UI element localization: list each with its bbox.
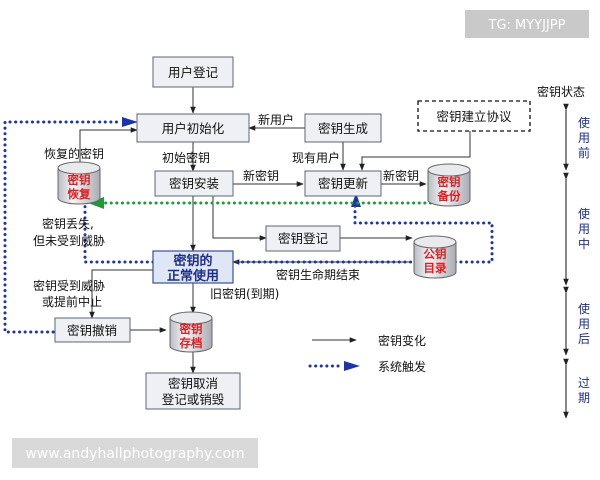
phase-during-1: 使 bbox=[578, 206, 590, 221]
svg-text:用户初始化: 用户初始化 bbox=[162, 121, 225, 136]
phase-after-1: 使 bbox=[578, 301, 590, 316]
svg-text:公钥: 公钥 bbox=[424, 247, 447, 261]
label-old-key: 旧密钥(到期) bbox=[210, 286, 279, 301]
svg-text:密钥登记: 密钥登记 bbox=[278, 231, 329, 246]
svg-text:登记或销毁: 登记或销毁 bbox=[162, 392, 225, 407]
legend-key-change: 密钥变化 bbox=[378, 333, 426, 348]
phase-before-2: 用 bbox=[578, 131, 590, 145]
svg-text:恢复: 恢复 bbox=[68, 187, 91, 201]
svg-text:存档: 存档 bbox=[180, 336, 203, 350]
box-key-protocol: 密钥建立协议 bbox=[417, 100, 531, 132]
svg-text:密钥: 密钥 bbox=[67, 173, 91, 187]
box-key-register: 密钥登记 bbox=[265, 225, 341, 252]
phase-after-2: 用 bbox=[578, 317, 590, 331]
label-new-key-1: 新密钥 bbox=[243, 168, 279, 183]
label-new-key-2: 新密钥 bbox=[383, 168, 419, 183]
cylinder-key-archive: 密钥 存档 bbox=[169, 311, 213, 353]
svg-text:密钥撤销: 密钥撤销 bbox=[67, 323, 117, 338]
label-threat-1: 密钥受到威胁 bbox=[33, 278, 105, 293]
status-timeline: 密钥状态 使 用 前 使 用 中 使 用 后 过 期 bbox=[537, 84, 590, 419]
svg-text:备份: 备份 bbox=[437, 189, 461, 203]
svg-text:密钥的: 密钥的 bbox=[172, 253, 212, 269]
phase-after-3: 后 bbox=[578, 332, 590, 346]
svg-text:密钥: 密钥 bbox=[437, 175, 461, 189]
label-existing-user: 现有用户 bbox=[292, 150, 340, 165]
box-key-cancel: 密钥取消 登记或销毁 bbox=[145, 372, 241, 410]
label-new-user: 新用户 bbox=[258, 112, 294, 127]
svg-text:密钥建立协议: 密钥建立协议 bbox=[436, 109, 512, 124]
box-key-install: 密钥安装 bbox=[154, 170, 234, 197]
box-key-gen: 密钥生成 bbox=[304, 113, 382, 143]
box-user-init: 用户初始化 bbox=[136, 113, 250, 143]
box-key-update: 密钥更新 bbox=[304, 170, 382, 197]
phase-before-1: 使 bbox=[578, 115, 590, 130]
label-recovered-key: 恢复的密钥 bbox=[44, 146, 104, 161]
watermark-text: www.andyhallphotography.com bbox=[25, 446, 244, 462]
cylinder-key-recover: 密钥 恢复 bbox=[57, 161, 101, 205]
phase-expired-1: 过 bbox=[578, 376, 590, 390]
svg-text:密钥生成: 密钥生成 bbox=[318, 121, 368, 136]
phase-during-2: 用 bbox=[578, 222, 590, 236]
watermark: www.andyhallphotography.com bbox=[12, 438, 258, 468]
cylinder-public-key-directory: 公钥 目录 bbox=[413, 235, 457, 279]
backup-recovery-path bbox=[88, 197, 451, 209]
box-normal-use: 密钥的 正常使用 bbox=[152, 250, 234, 284]
label-lost-1: 密钥丢失, bbox=[42, 216, 94, 231]
svg-text:密钥安装: 密钥安装 bbox=[169, 176, 219, 191]
svg-text:目录: 目录 bbox=[424, 261, 447, 275]
legend: 密钥变化 系统触发 bbox=[308, 333, 426, 374]
tag-badge: TG: MYYJJPP bbox=[465, 10, 589, 38]
timeline-title: 密钥状态 bbox=[537, 84, 585, 99]
box-key-revoke: 密钥撤销 bbox=[54, 317, 131, 343]
svg-text:密钥更新: 密钥更新 bbox=[318, 176, 368, 191]
phase-before-3: 前 bbox=[578, 145, 590, 160]
svg-text:正常使用: 正常使用 bbox=[167, 268, 219, 284]
label-lifecycle-end: 密钥生命期结束 bbox=[276, 267, 360, 282]
svg-text:用户登记: 用户登记 bbox=[168, 65, 219, 80]
label-lost-2: 但未受到威胁 bbox=[33, 233, 105, 248]
svg-text:密钥取消: 密钥取消 bbox=[168, 376, 218, 391]
phase-during-3: 中 bbox=[578, 236, 590, 251]
label-threat-2: 或提前中止 bbox=[42, 294, 102, 309]
legend-system-trigger: 系统触发 bbox=[378, 359, 426, 374]
solid-edges bbox=[79, 81, 471, 374]
edge-labels: 新用户 恢复的密钥 初始密钥 现有用户 新密钥 新密钥 密钥丢失, 但未受到威胁… bbox=[33, 112, 419, 309]
cylinder-key-backup: 密钥 备份 bbox=[427, 163, 471, 207]
tag-text: TG: MYYJJPP bbox=[488, 18, 566, 33]
svg-text:密钥: 密钥 bbox=[179, 322, 203, 336]
label-initial-key: 初始密钥 bbox=[162, 150, 210, 165]
phase-expired-2: 期 bbox=[578, 391, 590, 405]
box-user-register: 用户登记 bbox=[152, 56, 234, 88]
